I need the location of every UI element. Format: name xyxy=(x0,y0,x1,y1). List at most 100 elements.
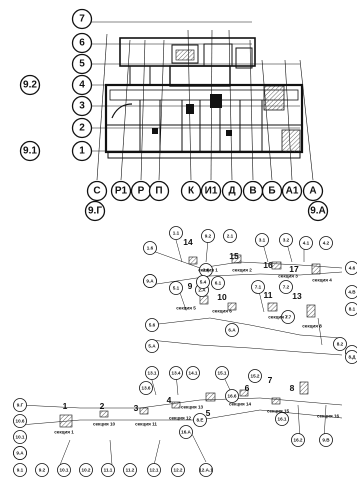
axis-bubble-7: 2 xyxy=(71,117,93,139)
section-label: секция 4 xyxy=(312,278,332,283)
site-axis-bubble-33-label: 13.6 xyxy=(142,386,151,391)
site-axis-bubbles: 1.19.22.13.13.24.14.21.69.Б2.64.64.В9.А2… xyxy=(13,226,357,477)
site-axis-bubble-36-label: 10.6 xyxy=(16,419,25,424)
site-axis-bubble-25: 6.А xyxy=(225,323,239,337)
site-axis-bubble-30-label: 14.1 xyxy=(189,371,198,376)
site-axis-bubble-44-label: 9.2 xyxy=(39,468,46,473)
section-label: секция 1 xyxy=(54,430,74,435)
site-building-markers xyxy=(59,254,321,428)
site-axis-bubble-50-label: 12.2 xyxy=(174,468,183,473)
site-axis-bubble-46-label: 10.2 xyxy=(82,468,91,473)
site-axis-bubble-51-label: 12.А.1 xyxy=(199,468,213,473)
section-number: 11 xyxy=(264,290,273,300)
site-axis-bubble-52: 16.А xyxy=(179,425,193,439)
site-axis-bubble-12: 4.В xyxy=(345,285,357,299)
section-1: 1 секция 1 xyxy=(54,401,74,435)
section-number: 2 xyxy=(100,401,105,411)
section-number: 9 xyxy=(188,281,193,291)
axis-bubble-bottom-1: С xyxy=(86,180,108,202)
site-axis-bubble-33: 13.6 xyxy=(139,381,153,395)
site-axis-bubble-49: 12.1 xyxy=(147,463,161,477)
section-number: 16 xyxy=(263,260,273,270)
axis-bubble-bottom-8-label: В xyxy=(249,186,256,197)
site-axis-bubble-37: 10.1 xyxy=(13,430,27,444)
section-number: 5 xyxy=(206,408,211,418)
site-axis-bubble-13: 9.А xyxy=(143,274,157,288)
axis-bubble-bottom-2: Р1 xyxy=(110,180,132,202)
site-axis-bubble-27-label: 8.Д xyxy=(348,355,356,360)
site-axis-bubble-45: 10.1 xyxy=(57,463,71,477)
site-axis-bubble-49-label: 12.1 xyxy=(150,468,159,473)
axis-bubble-bottom-6-label: И1 xyxy=(205,186,218,197)
axis-bubble-bottom-6: И1 xyxy=(200,180,222,202)
section-label: секция 7 xyxy=(268,315,288,320)
site-axis-bubble-31-label: 15.1 xyxy=(218,371,227,376)
site-axis-bubble-39-label: 16.1 xyxy=(278,417,287,422)
site-axis-bubble-3: 2.1 xyxy=(223,229,237,243)
site-axis-bubble-48-label: 11.2 xyxy=(126,468,135,473)
site-axis-bubble-26: 8.2 xyxy=(333,337,347,351)
axis-bubble-bottom-4-label: П xyxy=(155,186,162,197)
site-axis-bubble-18: 7.1 xyxy=(251,280,265,294)
site-axis-bubble-28-label: 13.1 xyxy=(148,371,157,376)
section-number: 13 xyxy=(292,291,302,301)
site-axis-bubble-16-label: 5.4 xyxy=(200,280,207,285)
site-axis-bubble-15: 5.1 xyxy=(169,281,183,295)
section-number: 3 xyxy=(134,403,139,413)
site-axis-bubble-28: 13.1 xyxy=(145,366,159,380)
site-axis-bubble-43: 9.1 xyxy=(13,463,27,477)
axis-bubble-bottom-11-label: А xyxy=(309,186,316,197)
site-axis-bubble-4-label: 3.1 xyxy=(259,238,266,243)
site-axis-bubble-27: 8.Д xyxy=(345,350,357,364)
site-axis-bubble-24: 5.А xyxy=(145,339,159,353)
site-axis-bubble-52-label: 16.А xyxy=(181,430,191,435)
site-axis-bubble-5-label: 3.2 xyxy=(283,238,290,243)
site-axis-bubble-2: 9.2 xyxy=(201,229,215,243)
axis-bubble-bottom-7-label: Д xyxy=(228,186,235,197)
site-axis-bubble-18-label: 7.1 xyxy=(255,285,262,290)
site-axis-bubble-19-label: 7.2 xyxy=(283,285,290,290)
site-axis-bubble-34: 16.6 xyxy=(225,389,239,403)
axis-bubble-3-label: 5 xyxy=(79,59,85,70)
site-axis-bubble-22-label: 7.7 xyxy=(285,315,292,320)
site-axis-bubble-37-label: 10.1 xyxy=(16,435,25,440)
site-axis-bubble-6-label: 4.1 xyxy=(303,241,310,246)
axis-bubble-6: 3 xyxy=(71,95,93,117)
axis-bubble-4-label: 9.2 xyxy=(23,80,37,91)
site-axis-bubble-16: 5.4 xyxy=(196,275,210,289)
site-plan: 1.19.22.13.13.24.14.21.69.Б2.64.64.В9.А2… xyxy=(13,226,357,477)
section-label: секция 12 xyxy=(169,416,192,421)
section-number: 17 xyxy=(289,264,299,274)
axis-bubble-9-label: 1 xyxy=(79,146,85,157)
section-label: секция 15 xyxy=(267,409,290,414)
site-axis-bubble-42-label: 9.А xyxy=(16,451,24,456)
site-axis-bubble-35-label: 9.Г xyxy=(17,403,24,408)
site-axis-bubble-1-label: 1.1 xyxy=(173,231,180,236)
site-axis-bubble-30: 14.1 xyxy=(186,366,200,380)
site-axis-bubble-8: 1.6 xyxy=(143,241,157,255)
axis-bubble-6-label: 3 xyxy=(79,101,85,112)
site-axis-bubble-11-label: 4.6 xyxy=(349,266,356,271)
site-axis-bubble-29-label: 13.4 xyxy=(172,371,181,376)
site-axis-bubble-41-label: 9.В xyxy=(322,438,330,443)
axis-bubble-9: 1 xyxy=(71,140,93,162)
axis-bubble-bottom-10-label: А1 xyxy=(286,186,299,197)
section-label: секция 6 xyxy=(212,309,232,314)
axis-bubble-8-label: 9.1 xyxy=(23,146,37,157)
site-axis-bubble-17: 6.1 xyxy=(211,276,225,290)
site-axis-bubble-42: 9.А xyxy=(13,446,27,460)
section-number: 15 xyxy=(229,251,239,261)
site-axis-bubble-8-label: 1.6 xyxy=(147,246,154,251)
section-number: 1 xyxy=(63,401,68,411)
site-axis-bubble-29: 13.4 xyxy=(169,366,183,380)
axis-bubble-lower-2: 9.А xyxy=(307,200,329,222)
site-axis-bubble-32: 15.2 xyxy=(248,369,262,383)
site-axis-bubble-43-label: 9.1 xyxy=(17,468,24,473)
site-axis-bubble-1: 1.1 xyxy=(169,226,183,240)
